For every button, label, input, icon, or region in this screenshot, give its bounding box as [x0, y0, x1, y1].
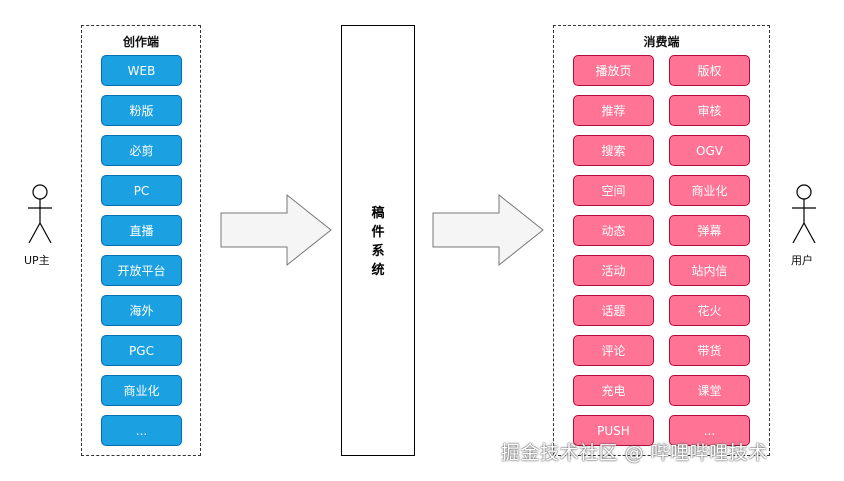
left-arrow: [220, 193, 332, 267]
creator-item-box: PC: [101, 175, 182, 206]
creator-item-box: PGC: [101, 335, 182, 366]
consumer-item-box: OGV: [669, 135, 750, 166]
creator-item-box: 开放平台: [101, 255, 182, 286]
consumer-item-box: 播放页: [573, 55, 654, 86]
consumer-item-box: PUSH: [573, 415, 654, 446]
consumer-item-box: 课堂: [669, 375, 750, 406]
consumer-item-box: 商业化: [669, 175, 750, 206]
creator-item-box: 粉版: [101, 95, 182, 126]
consumer-item-box: 动态: [573, 215, 654, 246]
creator-item-box: 商业化: [101, 375, 182, 406]
consumer-item-box: 推荐: [573, 95, 654, 126]
system-label-char: 统: [371, 263, 385, 278]
consumer-item-box: 搜索: [573, 135, 654, 166]
up-actor-label: UP主: [24, 254, 50, 267]
right-arrow: [432, 193, 544, 267]
consumer-item-box: 花火: [669, 295, 750, 326]
consumer-item-box: 活动: [573, 255, 654, 286]
consumer-item-box: 审核: [669, 95, 750, 126]
system-label-char: 件: [371, 225, 385, 240]
consumer-item-box: 带货: [669, 335, 750, 366]
creator-panel: 创作端: [81, 25, 201, 456]
system-label-char: 系: [371, 244, 385, 259]
up-actor-icon: [28, 184, 52, 244]
consumer-item-box: 站内信: [669, 255, 750, 286]
system-label-char: 稿: [371, 206, 385, 221]
creator-item-box: ...: [101, 415, 182, 446]
creator-item-box: 海外: [101, 295, 182, 326]
creator-item-box: 必剪: [101, 135, 182, 166]
system-box: 稿 件 系 统: [341, 25, 415, 456]
user-actor-icon: [792, 184, 816, 244]
consumer-panel: 消费端: [553, 25, 770, 456]
consumer-item-box: 话题: [573, 295, 654, 326]
consumer-item-box: 版权: [669, 55, 750, 86]
consumer-item-box: 弹幕: [669, 215, 750, 246]
user-actor-label: 用户: [791, 254, 813, 267]
creator-panel-title: 创作端: [122, 35, 159, 49]
consumer-item-box: 充电: [573, 375, 654, 406]
consumer-item-box: ...: [669, 415, 750, 446]
creator-item-box: WEB: [101, 55, 182, 86]
watermark: 掘金技术社区 @ 哔哩哔哩技术: [501, 442, 768, 464]
consumer-panel-title: 消费端: [643, 35, 680, 49]
system-label: 稿 件 系 统: [342, 204, 414, 280]
creator-item-box: 直播: [101, 215, 182, 246]
consumer-item-box: 评论: [573, 335, 654, 366]
consumer-item-box: 空间: [573, 175, 654, 206]
